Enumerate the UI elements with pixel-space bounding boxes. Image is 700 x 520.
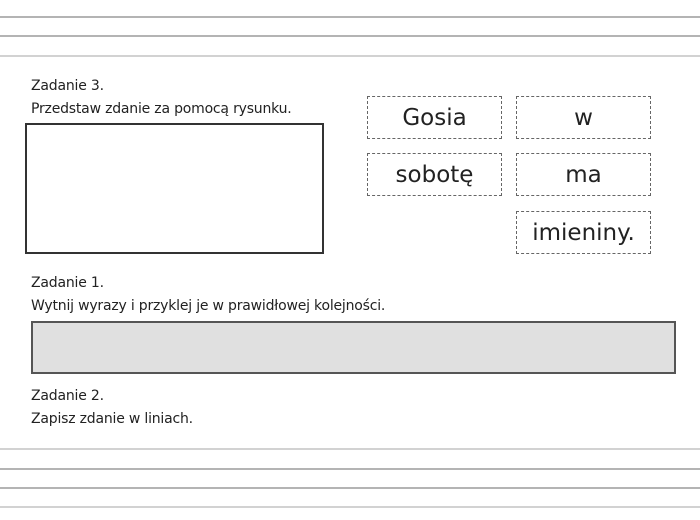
word-card-label: imieniny.	[532, 219, 635, 246]
word-card-gosia[interactable]: Gosia	[367, 96, 502, 139]
writing-line-top-2	[0, 35, 700, 37]
word-card-w[interactable]: w	[516, 96, 651, 139]
word-card-imieniny[interactable]: imieniny.	[516, 211, 651, 254]
word-card-label: sobotę	[395, 161, 474, 188]
word-card-label: w	[574, 104, 593, 131]
task1-instruction: Wytnij wyrazy i przyklej je w prawidłowe…	[31, 298, 386, 314]
writing-line-bottom-4[interactable]	[0, 506, 700, 508]
task1-title: Zadanie 1.	[31, 275, 104, 291]
writing-line-bottom-2[interactable]	[0, 468, 700, 470]
writing-line-bottom-1[interactable]	[0, 448, 700, 450]
writing-line-top-1	[0, 16, 700, 18]
word-card-sobote[interactable]: sobotę	[367, 153, 502, 196]
task2-title: Zadanie 2.	[31, 388, 104, 404]
word-card-ma[interactable]: ma	[516, 153, 651, 196]
drawing-area[interactable]	[25, 123, 324, 254]
writing-line-bottom-3[interactable]	[0, 487, 700, 489]
word-card-label: Gosia	[402, 104, 467, 131]
task2-instruction: Zapisz zdanie w liniach.	[31, 411, 193, 427]
word-card-label: ma	[565, 161, 602, 188]
task3-instruction: Przedstaw zdanie za pomocą rysunku.	[31, 101, 292, 117]
task3-title: Zadanie 3.	[31, 78, 104, 94]
glue-area[interactable]	[31, 321, 676, 374]
writing-line-top-3	[0, 55, 700, 57]
